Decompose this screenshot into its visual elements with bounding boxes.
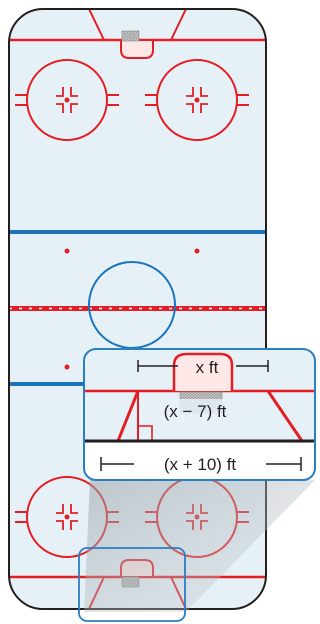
blue-line-top xyxy=(9,230,266,234)
faceoff-dot xyxy=(64,248,70,254)
label-top-width: x ft xyxy=(196,358,219,377)
center-red-line xyxy=(9,306,266,311)
top-goal-crease xyxy=(120,39,154,59)
right-angle-marker xyxy=(138,425,153,441)
label-height: (x − 7) ft xyxy=(164,402,227,421)
callout-frame xyxy=(83,348,316,481)
top-goal-net xyxy=(121,30,140,42)
zoom-callout: x ft (x − 7) ft (x + 10) ft xyxy=(83,348,316,481)
label-bottom-width: (x + 10) ft xyxy=(164,455,237,474)
callout-trapezoid xyxy=(116,390,304,442)
top-trapezoid xyxy=(88,9,187,41)
faceoff-circle-top-right xyxy=(145,59,249,141)
faceoff-dot xyxy=(64,364,70,370)
zoom-source-box xyxy=(78,547,186,622)
top-dimension xyxy=(137,360,269,372)
bottom-dimension xyxy=(100,457,302,471)
zoom-shadow xyxy=(84,480,315,612)
faceoff-circle-top-left xyxy=(15,59,119,141)
faceoff-dot xyxy=(194,248,200,254)
callout-goal-crease xyxy=(172,352,234,391)
